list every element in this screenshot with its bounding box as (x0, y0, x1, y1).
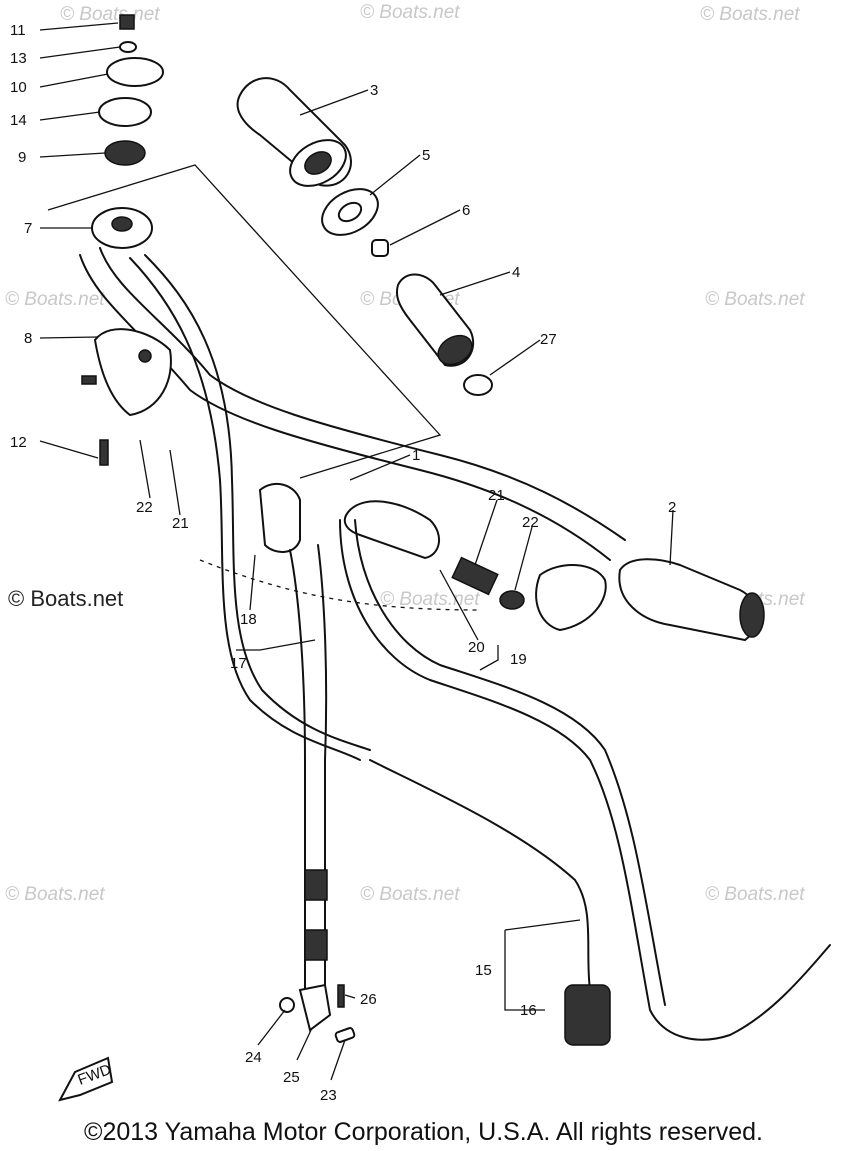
throttle-housing (81, 207, 172, 466)
cable-fittings (279, 983, 356, 1043)
part-number-label: 26 (360, 991, 377, 1008)
part-number-label: 19 (510, 651, 527, 668)
watermark: © Boats.net (5, 289, 105, 310)
part-labels: 11 13 10 14 9 7 8 12 3 5 6 4 27 1 2 21 2… (10, 22, 676, 1104)
part-number-label: 25 (283, 1069, 300, 1086)
throttle-grip-set (236, 77, 493, 396)
part-number-label: 21 (488, 487, 505, 504)
watermark-large: © Boats.net (8, 586, 123, 611)
part-number-label: 22 (136, 499, 153, 516)
fwd-arrow: FWD (58, 1056, 114, 1102)
part-number-label: 10 (10, 79, 27, 96)
part-number-label: 16 (520, 1002, 537, 1019)
part-number-label: 27 (540, 331, 557, 348)
part-number-label: 15 (475, 962, 492, 979)
watermark: © Boats.net (5, 884, 105, 905)
part-number-label: 23 (320, 1087, 337, 1104)
handlebar (79, 247, 626, 611)
part-number-label: 13 (10, 50, 27, 67)
watermark: © Boats.net (360, 884, 460, 905)
watermark: © Boats.net (700, 4, 800, 25)
copyright-notice: ©2013 Yamaha Motor Corporation, U.S.A. A… (84, 1118, 763, 1146)
part-number-label: 6 (462, 202, 470, 219)
watermark: © Boats.net (60, 4, 160, 25)
watermark: © Boats.net (380, 589, 480, 610)
part-number-label: 14 (10, 112, 27, 129)
part-number-label: 18 (240, 611, 257, 628)
watermark: © Boats.net (360, 2, 460, 23)
part-number-label: 20 (468, 639, 485, 656)
part-number-label: 1 (412, 447, 420, 464)
part-number-label: 12 (10, 434, 27, 451)
cables (129, 254, 831, 1046)
part-number-label: 5 (422, 147, 430, 164)
parts-diagram: © Boats.net © Boats.net © Boats.net © Bo… (5, 2, 831, 1104)
part-number-label: 22 (522, 514, 539, 531)
part-number-label: 9 (18, 149, 26, 166)
part-number-label: 8 (24, 330, 32, 347)
part-number-label: 4 (512, 264, 520, 281)
throttle-cap-parts (98, 14, 164, 166)
part-number-label: 21 (172, 515, 189, 532)
clutch-lever-side (258, 482, 765, 642)
part-number-label: 24 (245, 1049, 262, 1066)
leader-lines (39, 22, 674, 1081)
part-number-label: 17 (230, 655, 247, 672)
part-number-label: 3 (370, 82, 378, 99)
part-number-label: 11 (10, 22, 26, 39)
part-number-label: 2 (668, 499, 676, 516)
watermark: © Boats.net (705, 884, 805, 905)
part-number-label: 7 (24, 220, 32, 237)
watermark: © Boats.net (705, 289, 805, 310)
watermarks: © Boats.net © Boats.net © Boats.net © Bo… (5, 2, 805, 905)
